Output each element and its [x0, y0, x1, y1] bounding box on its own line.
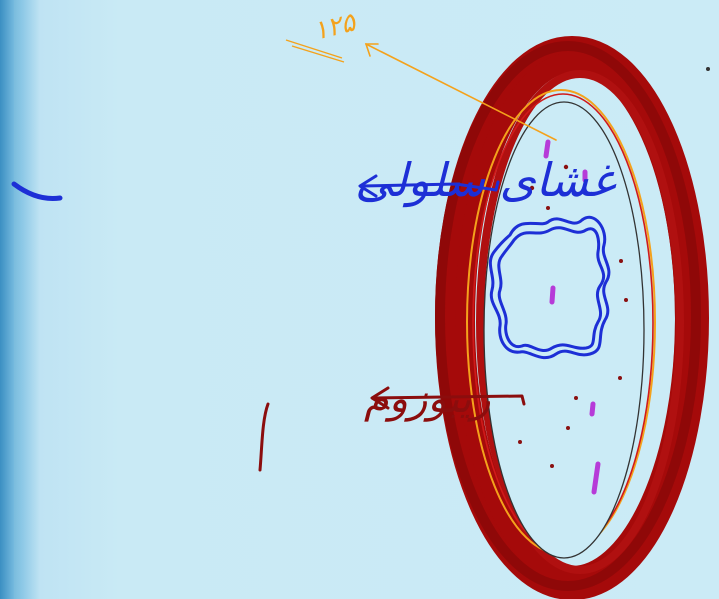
ribosome-dot: [619, 259, 623, 263]
ribosome-label: ریبوزوم: [364, 376, 491, 422]
ribosome-dot: [618, 376, 622, 380]
ribosome-dot: [550, 464, 554, 468]
membrane-label: غشای سلولی: [355, 153, 617, 208]
ribosome-dot: [518, 440, 522, 444]
ribosome-dot: [566, 426, 570, 430]
ribosome-dot: [574, 396, 578, 400]
ribosome-label-tail: [260, 404, 268, 470]
membrane-label-underline: [14, 184, 60, 198]
ribosome-dot: [624, 298, 628, 302]
top-label: ۱۲۵: [310, 7, 360, 47]
stray-mark: [706, 67, 710, 71]
top-label-underline: [286, 40, 344, 62]
inclusion-3: [552, 288, 553, 302]
inclusion-4: [592, 404, 593, 414]
